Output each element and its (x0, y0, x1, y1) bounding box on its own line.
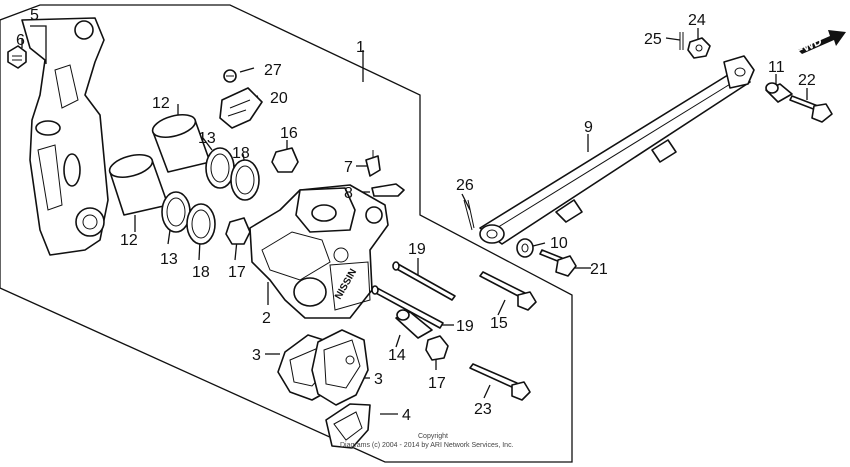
callout-6: 6 (16, 32, 25, 49)
callout-20: 20 (270, 90, 288, 107)
copyright-line-1: Copyright (418, 433, 448, 440)
slide-boot-upper (271, 147, 299, 173)
bleeder-cap (371, 183, 405, 197)
slide-pin-upper (392, 261, 456, 301)
copyright-line-2: Diagrams (c) 2004 - 2014 by ARI Network … (340, 442, 514, 449)
slide-boot-lower (225, 217, 251, 245)
callout-10: 10 (550, 235, 568, 252)
caliper-bolt-upper (479, 271, 537, 311)
bleeder-valve (365, 150, 381, 177)
pin-sleeve (395, 309, 433, 339)
caliper-bolt-lower (469, 363, 531, 401)
callout-2: 2 (262, 310, 271, 327)
callout-13b: 13 (160, 251, 178, 268)
callout-13a: 13 (198, 130, 216, 147)
torque-arm-pivot-bolt (539, 249, 577, 277)
callout-15: 15 (490, 315, 508, 332)
callout-25: 25 (644, 31, 662, 48)
callout-18a: 18 (232, 145, 250, 162)
callout-8: 8 (344, 185, 353, 202)
callout-7: 7 (344, 159, 353, 176)
caliper-bracket (21, 17, 109, 256)
callout-23: 23 (474, 401, 492, 418)
callout-19b: 19 (456, 318, 474, 335)
pad-shim (325, 403, 371, 449)
callout-19a: 19 (408, 241, 426, 258)
callout-12a: 12 (152, 95, 170, 112)
brake-pad-outer (311, 329, 369, 406)
caliper-body: NISSIN (249, 184, 389, 319)
callout-17b: 17 (428, 375, 446, 392)
callout-11: 11 (768, 59, 785, 76)
piston-seal-upper (205, 147, 235, 189)
callout-17a: 17 (228, 264, 246, 281)
torque-arm-washer (516, 238, 534, 258)
piston-lower (108, 153, 169, 216)
callout-22: 22 (798, 72, 816, 89)
slide-pin-lower (371, 285, 444, 329)
callout-26: 26 (456, 177, 474, 194)
callout-5: 5 (30, 7, 39, 24)
fwd-label: FWD (793, 33, 824, 57)
bracket-bolt (7, 45, 27, 69)
torque-arm-collar (765, 82, 793, 103)
cotter-pin-lower (463, 199, 475, 231)
pad-spring-clip (219, 87, 263, 129)
callout-12b: 12 (120, 232, 138, 249)
pin-boot (425, 335, 449, 361)
callout-18b: 18 (192, 264, 210, 281)
torque-arm-nut (687, 37, 711, 59)
dust-seal-lower (186, 203, 216, 245)
assembly-boundary (0, 4, 573, 463)
callout-14: 14 (388, 347, 406, 364)
callout-1: 1 (356, 39, 365, 56)
callout-27: 27 (264, 62, 282, 79)
torque-arm-bolt (789, 95, 833, 123)
callout-3b: 3 (374, 371, 383, 388)
callout-16: 16 (280, 125, 298, 142)
callout-21: 21 (590, 261, 608, 278)
callout-24: 24 (688, 12, 706, 29)
piston-seal-lower (161, 191, 191, 233)
torque-arm (479, 55, 755, 245)
cotter-pin-upper (679, 32, 684, 50)
callout-3a: 3 (252, 347, 261, 364)
dust-seal-upper (230, 159, 260, 201)
callout-9: 9 (584, 119, 593, 136)
callout-4: 4 (402, 407, 411, 424)
forward-arrow-icon: FWD (793, 30, 846, 58)
bleeder-screw (223, 69, 237, 83)
